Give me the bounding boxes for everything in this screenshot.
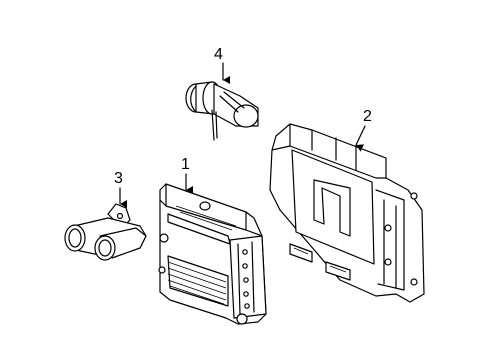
callout-4: 4 [214, 46, 223, 63]
part-4-connector [185, 81, 259, 141]
part-2-bracket [269, 123, 425, 303]
part-3-connector [64, 203, 147, 261]
callout-2: 2 [363, 108, 372, 125]
callout-3: 3 [114, 170, 123, 187]
part-1-control-module [158, 183, 267, 325]
callout-1: 1 [181, 156, 190, 173]
leader-2 [355, 125, 366, 152]
